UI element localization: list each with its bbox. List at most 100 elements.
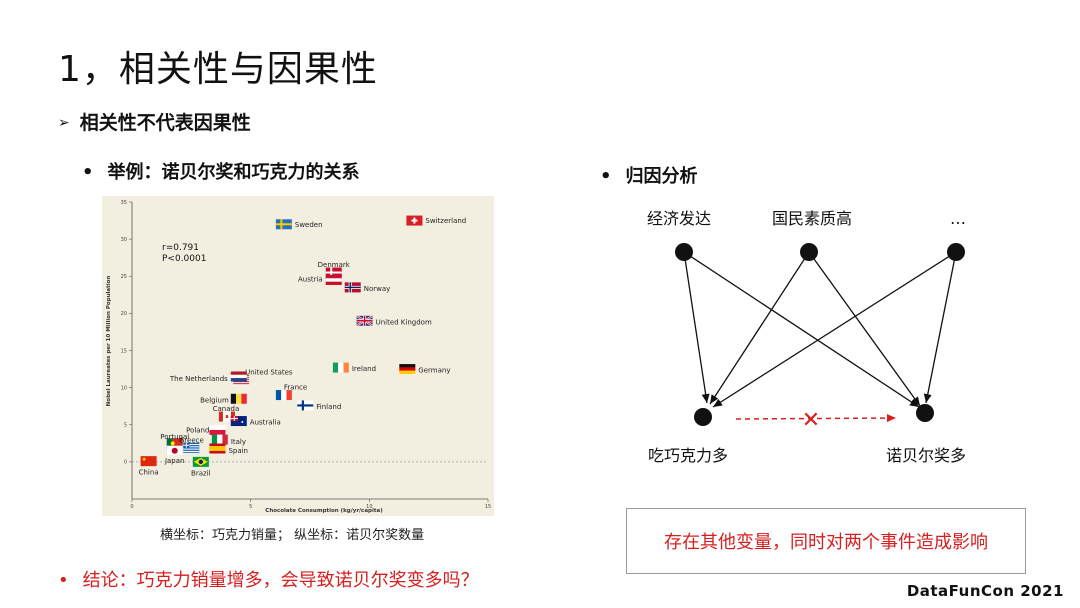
point-label: Switzerland [425,217,466,225]
point-label: Germany [418,367,450,375]
effect-label-chocolate: 吃巧克力多 [648,446,728,465]
point-label: Australia [250,419,281,427]
edge-other-chocolate [712,251,957,408]
point-label: Greece [179,436,204,444]
flag-italy-icon [211,434,228,445]
point-label: Canada [213,405,240,413]
point-label: Japan [164,457,185,465]
flag-japan-icon [166,445,183,456]
flag-belgium-icon [230,393,247,404]
edge-economy-chocolate [683,251,710,404]
flag-finland-icon [297,400,314,411]
x-tick-label: 5 [249,504,252,510]
conclusion: • 结论：巧克力销量增多，会导致诺贝尔奖变多吗？ [58,566,479,592]
y-tick-label: 20 [121,311,127,317]
footer-brand: DataFunCon 2021 [906,582,1064,600]
flag-australia-icon [230,416,247,427]
conclusion-note-box: 存在其他变量，同时对两个事件造成影响 [626,508,1026,574]
flag-sweden-icon [275,219,292,230]
conclusion-text: 结论：巧克力销量增多，会导致诺贝尔奖变多吗？ [82,570,479,591]
edge-education-nobel [808,251,921,407]
y-tick-label: 5 [124,423,127,429]
cause-label-other: … [950,209,966,228]
y-tick-label: 15 [121,348,127,354]
x-tick-label: 0 [130,504,133,510]
cause-label-economy: 经济发达 [647,209,711,228]
y-axis-title: Nobel Laureates per 10 Million Populatio… [106,276,112,407]
point-label: Austria [298,275,323,283]
causal-diagram: 经济发达 国民素质高 … ✕ 吃巧克力多 诺贝尔奖多 [600,200,1040,490]
cross-icon: ✕ [802,408,820,433]
chart-axes: 0 5 10 15 20 25 30 35 0 5 10 15 [121,200,492,510]
cause-node-economy [675,243,693,261]
example-heading: • 举例：诺贝尔奖和巧克力的关系 [82,158,360,184]
attribution-heading: • 归因分析 [600,162,698,188]
flag-uk-icon [356,314,374,327]
flag-netherlands-icon [230,371,247,382]
x-axis-title: Chocolate Consumption (kg/yr/capita) [265,508,383,514]
point-label: China [139,469,159,477]
point-label: United Kingdom [376,318,432,326]
cause-node-other [947,243,965,261]
point-label: Portugal [160,433,189,441]
flag-denmark-icon [325,267,342,278]
point-label: Ireland [352,365,376,373]
chart-points: Sweden SwitzerlandDenmarkAustriaNorwayUni… [139,215,466,477]
flag-greece-icon [183,442,200,453]
point-label: Italy [231,438,246,446]
cause-node-education [800,243,818,261]
y-tick-label: 10 [121,385,127,391]
point-label: France [284,384,307,392]
subtitle: ➢ 相关性不代表因果性 [58,108,251,135]
flag-germany-icon [399,364,416,375]
point-label: Denmark [318,261,351,269]
cause-label-education: 国民素质高 [772,209,852,228]
x-tick-label: 10 [366,504,372,510]
point-label: Finland [316,403,341,411]
bullet-icon: • [600,166,612,187]
scatter-plot: 0 5 10 15 20 25 30 35 0 5 10 15 Sweden SwitzerlandDe… [102,196,494,516]
flag-poland-icon [209,424,226,435]
point-label: United States [245,369,293,377]
flag-brazil-icon [192,456,209,467]
y-tick-label: 25 [121,274,127,280]
subtitle-text: 相关性不代表因果性 [79,112,251,134]
flag-china-icon [140,456,157,467]
causal-diagram-svg: 经济发达 国民素质高 … ✕ 吃巧克力多 诺贝尔奖多 [647,209,966,465]
flag-ireland-icon [332,362,349,373]
effect-node-nobel [916,404,934,422]
y-tick-label: 30 [121,237,127,243]
flag-france-icon [275,390,292,401]
y-tick-label: 0 [124,460,127,466]
flag-norway-icon [344,282,361,293]
chart-background [102,196,494,516]
edge-economy-nobel [683,251,920,408]
edge-education-chocolate [709,251,810,405]
y-tick-label: 35 [121,200,127,206]
p-value-label: P<0.0001 [162,254,206,264]
edge-other-nobel [923,251,957,404]
arrow-bullet-icon: ➢ [58,115,70,131]
point-label: Belgium [200,396,229,404]
point-label: Sweden [295,221,323,229]
point-label: Norway [364,285,391,293]
point-label: Poland [186,426,209,434]
bullet-icon: • [58,570,69,591]
attribution-heading-text: 归因分析 [625,166,698,187]
flag-spain-icon [209,443,226,454]
effect-node-chocolate [694,408,712,426]
flag-austria-icon [325,274,342,285]
flag-portugal-icon [166,438,183,449]
slide-title: 1，相关性与因果性 [58,49,378,90]
correlation-r-label: r=0.791 [162,243,199,253]
bullet-icon: • [82,162,94,183]
point-label: Brazil [191,469,211,477]
flag-swiss-icon [406,215,423,226]
point-label: Spain [228,447,248,455]
point-label: The Netherlands [169,375,228,383]
effect-label-nobel: 诺贝尔奖多 [886,446,966,465]
x-tick-label: 15 [485,504,491,510]
example-heading-text: 举例：诺贝尔奖和巧克力的关系 [107,162,360,183]
chart-caption: 横坐标：巧克力销量； 纵坐标：诺贝尔奖数量 [160,528,425,543]
